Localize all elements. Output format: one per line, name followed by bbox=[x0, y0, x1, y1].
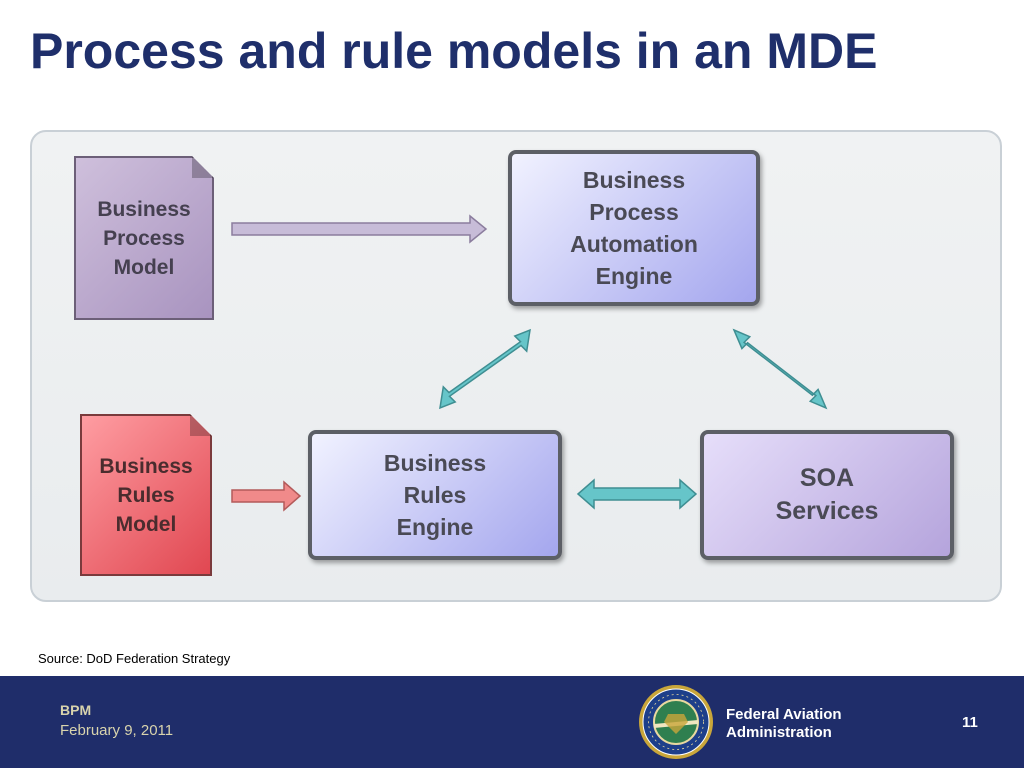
faa-seal-icon bbox=[639, 685, 713, 759]
rules-engine-label: Business Rules Engine bbox=[383, 450, 487, 540]
bpa-engine-label: Business Process Automation Engine bbox=[570, 167, 698, 289]
page-number: 11 bbox=[962, 714, 978, 731]
footer-bar: BPM February 9, 2011 Federal Aviation Ad… bbox=[0, 676, 1024, 768]
bpa-soa-arrow bbox=[732, 328, 828, 410]
footer-agency: Federal Aviation Administration bbox=[726, 706, 842, 741]
soa-services-box: SOA Services bbox=[700, 430, 954, 560]
business-rules-model-doc: Business Rules Model bbox=[80, 414, 212, 576]
rules-model-to-engine-arrow bbox=[231, 480, 302, 512]
footer-bpm: BPM bbox=[60, 702, 92, 718]
bpa-rules-engine-arrow bbox=[439, 328, 531, 410]
rules-engine-soa-arrow bbox=[576, 478, 698, 510]
soa-services-label: SOA Services bbox=[775, 464, 879, 525]
business-process-model-label: Business Process Model bbox=[97, 197, 191, 279]
footer-date: February 9, 2011 bbox=[60, 722, 174, 739]
business-rules-model-label: Business Rules Model bbox=[99, 454, 193, 536]
slide-title: Process and rule models in an MDE bbox=[30, 23, 878, 79]
rules-engine-box: Business Rules Engine bbox=[308, 430, 562, 560]
source-citation: Source: DoD Federation Strategy bbox=[38, 651, 231, 666]
bpa-engine-box: Business Process Automation Engine bbox=[508, 150, 760, 306]
process-to-engine-arrow bbox=[231, 214, 488, 244]
